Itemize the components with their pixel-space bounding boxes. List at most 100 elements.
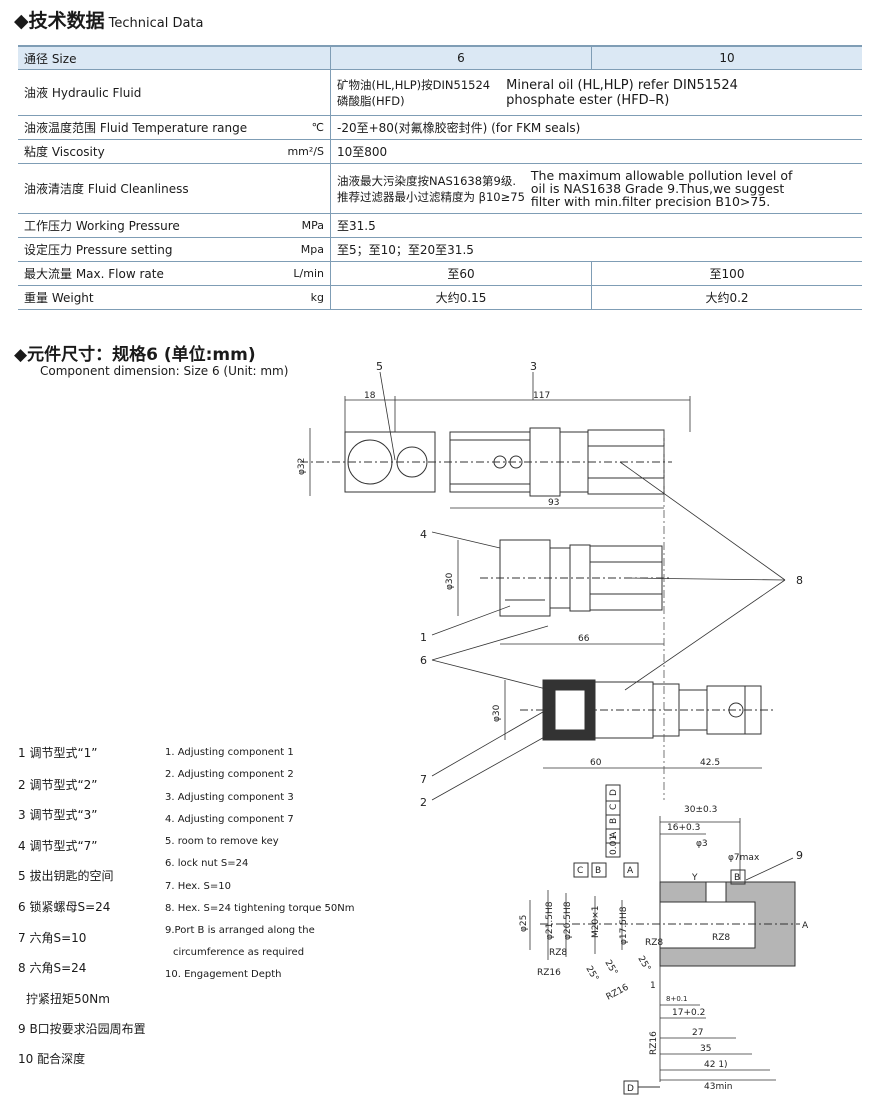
- dim-17: 17+0.2: [672, 1008, 705, 1018]
- datum-y: Y: [691, 873, 698, 883]
- row-label: 油液清洁度 Fluid Cleanliness: [24, 182, 189, 196]
- table-row: 油液清洁度 Fluid Cleanliness 油液最大污染度按NAS1638第…: [18, 163, 862, 214]
- legend-cn-item: 9 B口按要求沿园周布置: [18, 1022, 146, 1036]
- callout-2: 2: [420, 796, 427, 809]
- dim-d30-b: φ30: [492, 704, 502, 722]
- clean-en-3: filter with min.filter precision B10>75.: [530, 194, 771, 209]
- dim-42-5: 42.5: [700, 758, 720, 768]
- frame-a: A: [609, 831, 619, 838]
- legend-cn-item: 3 调节型式“3”: [18, 808, 98, 822]
- frame-d: D: [609, 789, 619, 796]
- datum-c: C: [577, 866, 583, 876]
- fluid-cn-1: 矿物油(HL,HLP)按DIN51524: [337, 77, 491, 92]
- table-row: 油液温度范围 Fluid Temperature range℃ -20至+80(…: [18, 115, 862, 140]
- row-label: 通径 Size: [24, 51, 77, 66]
- dim-43min: 43min: [704, 1082, 732, 1092]
- flow-size10: 至100: [709, 267, 745, 281]
- clean-en-2: oil is NAS1638 Grade 9.Thus,we suggest: [530, 181, 785, 196]
- callout-4: 4: [420, 528, 427, 541]
- legend-en-item: circumference as required: [173, 947, 305, 958]
- row-unit: L/min: [293, 267, 324, 280]
- table-row: 设定压力 Pressure setting Mpa 至5；至10；至20至31.5: [18, 237, 862, 262]
- frame-c: C: [609, 804, 619, 810]
- row-label: 粘度 Viscosity: [24, 145, 105, 159]
- dim-angle-3: 25°: [635, 955, 652, 974]
- clean-cn-1: 油液最大污染度按NAS1638第9级.: [337, 173, 517, 188]
- legend-en-item: 6. lock nut S=24: [165, 858, 249, 869]
- view-adjusting-component-1: [300, 396, 691, 509]
- section-title: ◆元件尺寸：规格6 (单位:mm): [14, 345, 256, 365]
- datum-a-axis: A: [802, 921, 809, 931]
- dim-30-tol: 30±0.3: [684, 805, 717, 815]
- legend-cn-item: 10 配合深度: [18, 1052, 86, 1066]
- weight-size10: 大约0.2: [705, 291, 749, 305]
- dim-35: 35: [700, 1044, 711, 1054]
- row-unit: MPa: [301, 219, 324, 232]
- dim-18: 18: [364, 391, 376, 401]
- fluid-en-1: Mineral oil (HL,HLP) refer DIN51524: [506, 77, 738, 93]
- rough-rz8-3: RZ8: [712, 933, 730, 943]
- datum-a: A: [627, 866, 634, 876]
- callout-7: 7: [420, 773, 427, 786]
- legend-en-item: 4. Adjusting component 7: [165, 814, 294, 825]
- dim-d17-5: φ17.5H8: [619, 906, 629, 945]
- clean-cn-2: 推荐过滤器最小过滤精度为 β10≥75: [337, 189, 525, 204]
- legend-cn-item: 1 调节型式“1”: [18, 746, 98, 760]
- legend-cn-item: 6 锁紧螺母S=24: [18, 900, 111, 914]
- dim-d7max: φ7max: [728, 853, 760, 863]
- legend-en-item: 7. Hex. S=10: [165, 881, 231, 892]
- dim-d30-a: φ30: [445, 572, 455, 590]
- legend-cn-item: 拧紧扭矩50Nm: [26, 992, 110, 1006]
- temperature-value: -20至+80(对氟橡胶密封件) (for FKM seals): [337, 121, 581, 135]
- legend-en-item: 1. Adjusting component 1: [165, 747, 294, 758]
- dim-d21-5: φ21.5H8: [545, 901, 555, 940]
- datum-b-port: B: [734, 873, 740, 883]
- rough-rz16-2: RZ16: [605, 982, 631, 1002]
- cell-size10: 10: [719, 51, 735, 65]
- dim-66: 66: [578, 634, 590, 644]
- legend-en-item: 2. Adjusting component 2: [165, 769, 294, 780]
- legend-cn-item: 4 调节型式“7”: [18, 839, 98, 853]
- clean-en-1: The maximum allowable pollution level of: [530, 168, 793, 183]
- legend-en-item: 8. Hex. S=24 tightening torque 50Nm: [165, 903, 355, 914]
- row-label: 工作压力 Working Pressure: [24, 219, 180, 233]
- row-unit: Mpa: [300, 243, 324, 256]
- view-adjusting-component-7: [457, 539, 672, 645]
- dim-d20-5: φ20.5H8: [563, 901, 573, 940]
- dim-d25: φ25: [519, 915, 529, 932]
- table-row: 通径 Size 6 10: [18, 45, 862, 70]
- table-row: 工作压力 Working Pressure MPa 至31.5: [18, 213, 862, 238]
- dim-8: 8+0.1: [666, 995, 687, 1003]
- frame-tol: 0.01: [609, 835, 619, 855]
- section-subtitle: Component dimension: Size 6 (Unit: mm): [40, 364, 289, 378]
- cell-size6: 6: [457, 51, 465, 65]
- callout-3: 3: [530, 360, 537, 373]
- callout-9: 9: [796, 849, 803, 862]
- callout-1: 1: [420, 631, 427, 644]
- working-pressure-value: 至31.5: [337, 219, 376, 233]
- rough-rz16-1: RZ16: [537, 968, 561, 978]
- row-label: 油液温度范围 Fluid Temperature range: [24, 121, 248, 135]
- viscosity-value: 10至800: [337, 145, 388, 159]
- dim-angle-1: 25°: [583, 965, 600, 984]
- dim-16-tol: 16+0.3: [667, 823, 700, 833]
- legend-cn-item: 2 调节型式“2”: [18, 778, 98, 792]
- datum-d: D: [627, 1084, 634, 1094]
- row-label: 设定压力 Pressure setting: [24, 243, 173, 257]
- fluid-cn-2: 磷酸脂(HFD): [337, 93, 405, 108]
- dim-93: 93: [548, 498, 559, 508]
- view-cavity-section: [529, 784, 800, 1095]
- row-unit: mm²/S: [287, 145, 324, 158]
- row-label: 油液 Hydraulic Fluid: [24, 86, 142, 100]
- frame-b: B: [609, 818, 619, 824]
- pressure-setting-value: 至5；至10；至20至31.5: [337, 243, 474, 257]
- technical-data-table: 通径 Size 6 10 油液 Hydraulic Fluid 矿物油(HL,H…: [18, 45, 862, 310]
- legend-cn-item: 7 六角S=10: [18, 931, 87, 945]
- dim-117: 117: [533, 391, 550, 401]
- callout-8: 8: [796, 574, 803, 587]
- dim-27: 27: [692, 1028, 703, 1038]
